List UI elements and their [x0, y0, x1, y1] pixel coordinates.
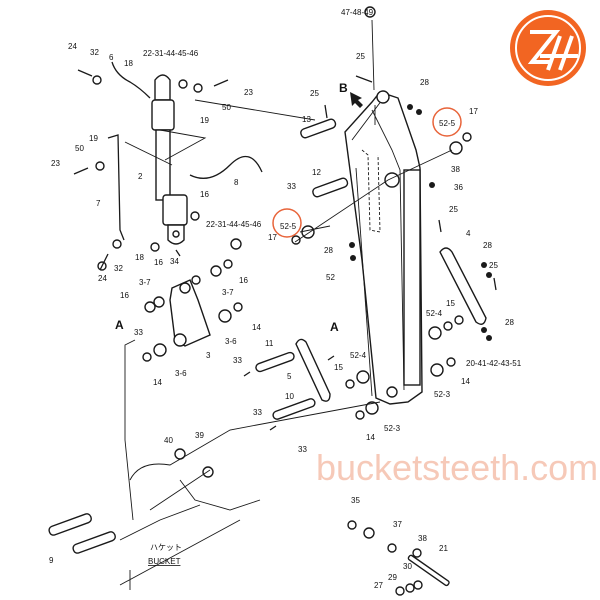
callout-label: 9	[49, 556, 54, 565]
view-b-arrow-icon	[350, 92, 363, 108]
callout-label: 16	[120, 291, 129, 300]
callout-label: 16	[239, 276, 248, 285]
callout-label: 25	[310, 89, 319, 98]
bucket-cylinder	[151, 74, 188, 245]
callout-label: 52-5	[280, 222, 297, 231]
callout-label: 39	[195, 431, 204, 440]
highlight-52-5-left	[272, 208, 302, 238]
callout-label: 4	[466, 229, 471, 238]
callout-label: 32	[114, 264, 123, 273]
callout-label: 10	[285, 392, 294, 401]
callout-label: 14	[252, 323, 261, 332]
callout-label: 12	[312, 168, 321, 177]
pipe-6	[111, 61, 151, 99]
highlight-52-5-right	[432, 107, 462, 137]
callout-label: 52-3	[384, 424, 401, 433]
pipe-7	[107, 134, 125, 241]
callout-label: 33	[233, 356, 242, 365]
callout-label: 3-6	[175, 369, 187, 378]
callout-label: 38	[451, 165, 460, 174]
callout-label: 14	[153, 378, 162, 387]
callout-label: 33	[134, 328, 143, 337]
callout-label: 27	[374, 581, 383, 590]
callout-label: 32	[90, 48, 99, 57]
callout-label: 35	[351, 496, 360, 505]
callout-label: 29	[388, 573, 397, 582]
link-3	[169, 279, 211, 347]
callout-label: 24	[68, 42, 77, 51]
callout-label: 17	[268, 233, 277, 242]
callout-label: 18	[124, 59, 133, 68]
callout-label: 15	[446, 299, 455, 308]
callout-label: 34	[170, 257, 179, 266]
callout-label: 13	[302, 115, 311, 124]
callout-label: 52-3	[434, 390, 451, 399]
callout-label: 28	[324, 246, 333, 255]
callout-label: 5	[287, 372, 292, 381]
link-5	[295, 338, 331, 402]
callout-label: 30	[403, 562, 412, 571]
callout-label: 28	[505, 318, 514, 327]
callout-label: 8	[234, 178, 239, 187]
callout-label: 19	[200, 116, 209, 125]
callout-label: A	[115, 318, 124, 332]
bushings	[92, 6, 492, 596]
callout-label: 33	[287, 182, 296, 191]
callout-label: 47-48-49	[341, 8, 374, 17]
zh-logo	[510, 10, 586, 86]
callout-label: 52	[326, 273, 335, 282]
callout-label: A	[330, 320, 339, 334]
callout-label: 2	[138, 172, 143, 181]
callout-label: 11	[265, 339, 274, 348]
callout-label: 3-7	[222, 288, 234, 297]
callout-label: 16	[200, 190, 209, 199]
callout-label: 7	[96, 199, 101, 208]
callout-label: 25	[489, 261, 498, 270]
callout-label: 52-4	[350, 351, 367, 360]
callout-label: 14	[461, 377, 470, 386]
callout-label: 52-4	[426, 309, 443, 318]
callout-label: 19	[89, 134, 98, 143]
hose-8	[189, 155, 263, 179]
callout-label: 37	[393, 520, 402, 529]
callout-label: 25	[356, 52, 365, 61]
callout-label: 23	[244, 88, 253, 97]
callout-label: 36	[454, 183, 463, 192]
callout-label: 3	[206, 351, 211, 360]
callout-label: 28	[483, 241, 492, 250]
callout-label: 25	[449, 205, 458, 214]
callout-label: 22-31-44-45-46	[143, 49, 199, 58]
callout-label: 20-41-42-43-51	[466, 359, 522, 368]
leader-lines	[119, 19, 453, 590]
callout-label: 40	[164, 436, 173, 445]
callout-label: 33	[253, 408, 262, 417]
callout-label: 52-5	[439, 119, 456, 128]
pins	[48, 118, 450, 587]
callout-label: 50	[75, 144, 84, 153]
bolts	[73, 69, 497, 431]
callout-label: 3-6	[225, 337, 237, 346]
callout-label: B	[339, 81, 348, 95]
callout-label: 17	[469, 107, 478, 116]
bucket-label-jp: ハケット	[150, 543, 182, 552]
callout-label: 18	[135, 253, 144, 262]
callout-label: 22-31-44-45-46	[206, 220, 262, 229]
callout-label: 3-7	[139, 278, 151, 287]
callout-label: 21	[439, 544, 448, 553]
callout-label: 38	[418, 534, 427, 543]
callout-label: 14	[366, 433, 375, 442]
callout-label: 15	[334, 363, 343, 372]
callout-label: 28	[420, 78, 429, 87]
callout-label: 6	[109, 53, 114, 62]
callout-label: 33	[298, 445, 307, 454]
callout-label: 16	[154, 258, 163, 267]
callout-label: 23	[51, 159, 60, 168]
callout-label: 50	[222, 103, 231, 112]
callout-label: 24	[98, 274, 107, 283]
callout-labels: 243261822-31-44-45-462350191950232816722…	[49, 8, 522, 590]
bucket-label: BUCKET	[148, 557, 181, 566]
link-4	[439, 247, 487, 325]
watermark: bucketsteeth.com	[316, 447, 598, 488]
